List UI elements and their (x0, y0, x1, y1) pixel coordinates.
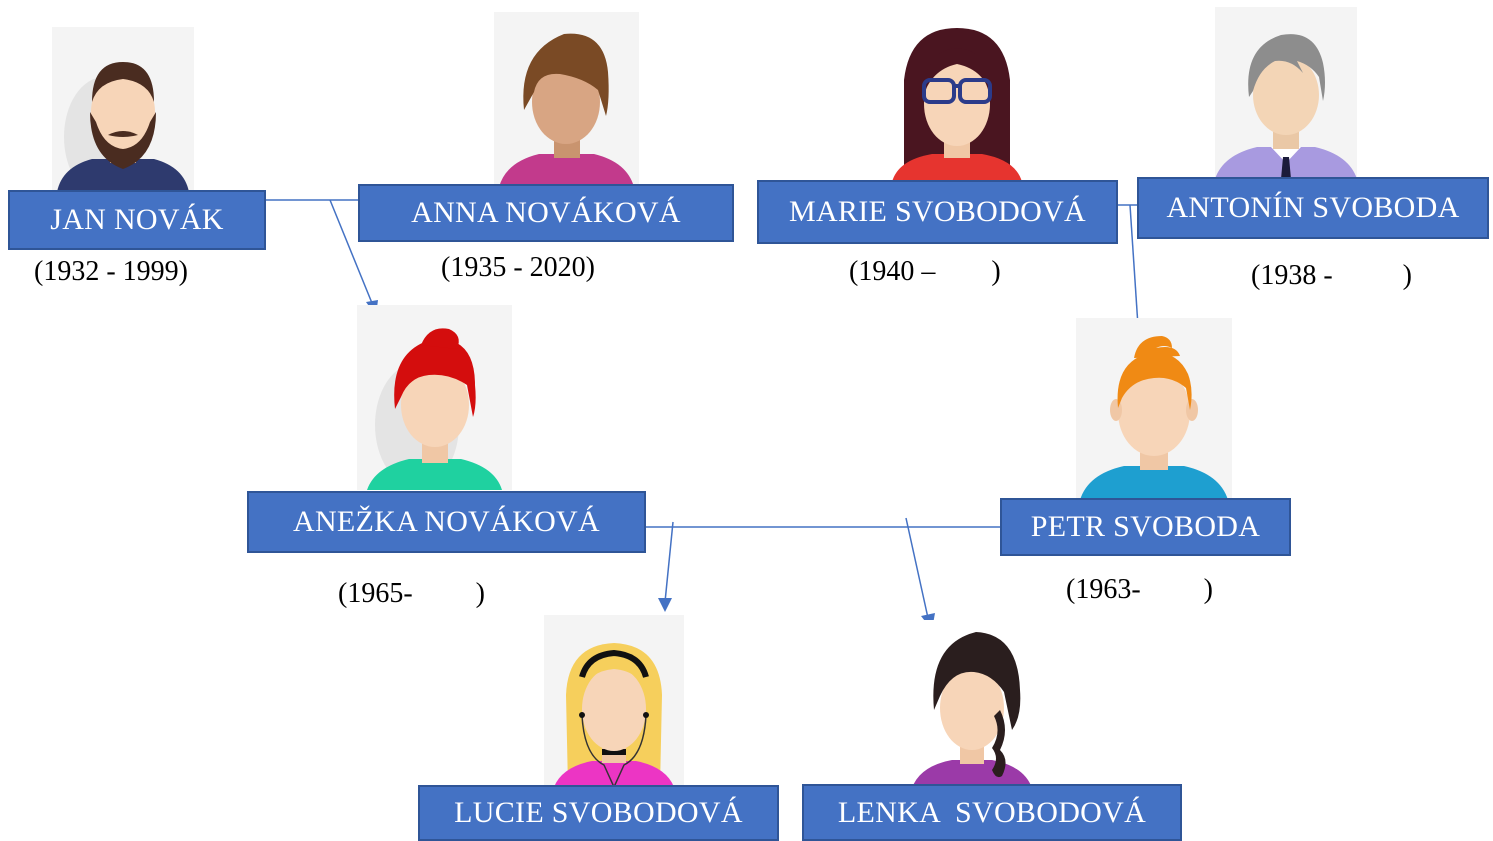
child-arrow-anezka (329, 199, 375, 309)
avatar-marie-svobodova (882, 20, 1032, 182)
child-arrow-lucie (664, 521, 674, 603)
name-box-jan-novak: JAN NOVÁK (8, 190, 266, 250)
gray-haired-man-avatar-icon (1215, 7, 1357, 179)
woman-with-glasses-avatar-icon (882, 20, 1032, 182)
name-box-anna-novakova: ANNA NOVÁKOVÁ (358, 184, 734, 242)
avatar-anezka-novakova (357, 305, 512, 490)
years-anezka-novakova: (1965- ) (338, 578, 485, 609)
avatar-jan-novak (52, 27, 194, 192)
avatar-antonin-svoboda (1215, 7, 1357, 179)
years-anna-novakova: (1935 - 2020) (441, 252, 595, 283)
blonde-girl-with-earphones-avatar-icon (544, 615, 684, 787)
child-arrow-lenka (905, 517, 929, 619)
avatar-lenka-svobodova (900, 620, 1045, 788)
child-arrow-petr (1129, 204, 1139, 327)
years-petr-svoboda: (1963- ) (1066, 574, 1213, 605)
name-box-antonin-svoboda: ANTONÍN SVOBODA (1137, 177, 1489, 239)
avatar-lucie-svobodova (544, 615, 684, 787)
bearded-man-avatar-icon (52, 27, 194, 192)
orange-haired-man-avatar-icon (1076, 318, 1232, 500)
years-marie-svobodova: (1940 – ) (849, 256, 1001, 287)
name-box-marie-svobodova: MARIE SVOBODOVÁ (757, 180, 1118, 244)
red-haired-woman-avatar-icon (357, 305, 512, 490)
short-haired-woman-avatar-icon (494, 12, 639, 187)
braided-woman-avatar-icon (900, 620, 1045, 788)
years-jan-novak: (1932 - 1999) (34, 256, 188, 287)
name-box-petr-svoboda: PETR SVOBODA (1000, 498, 1291, 556)
avatar-anna-novakova (494, 12, 639, 187)
name-box-anezka-novakova: ANEŽKA NOVÁKOVÁ (247, 491, 646, 553)
name-box-lucie-svobodova: LUCIE SVOBODOVÁ (418, 785, 779, 841)
name-box-lenka-svobodova: LENKA SVOBODOVÁ (802, 784, 1182, 841)
avatar-petr-svoboda (1076, 318, 1232, 500)
years-antonin-svoboda: (1938 - ) (1251, 260, 1412, 291)
